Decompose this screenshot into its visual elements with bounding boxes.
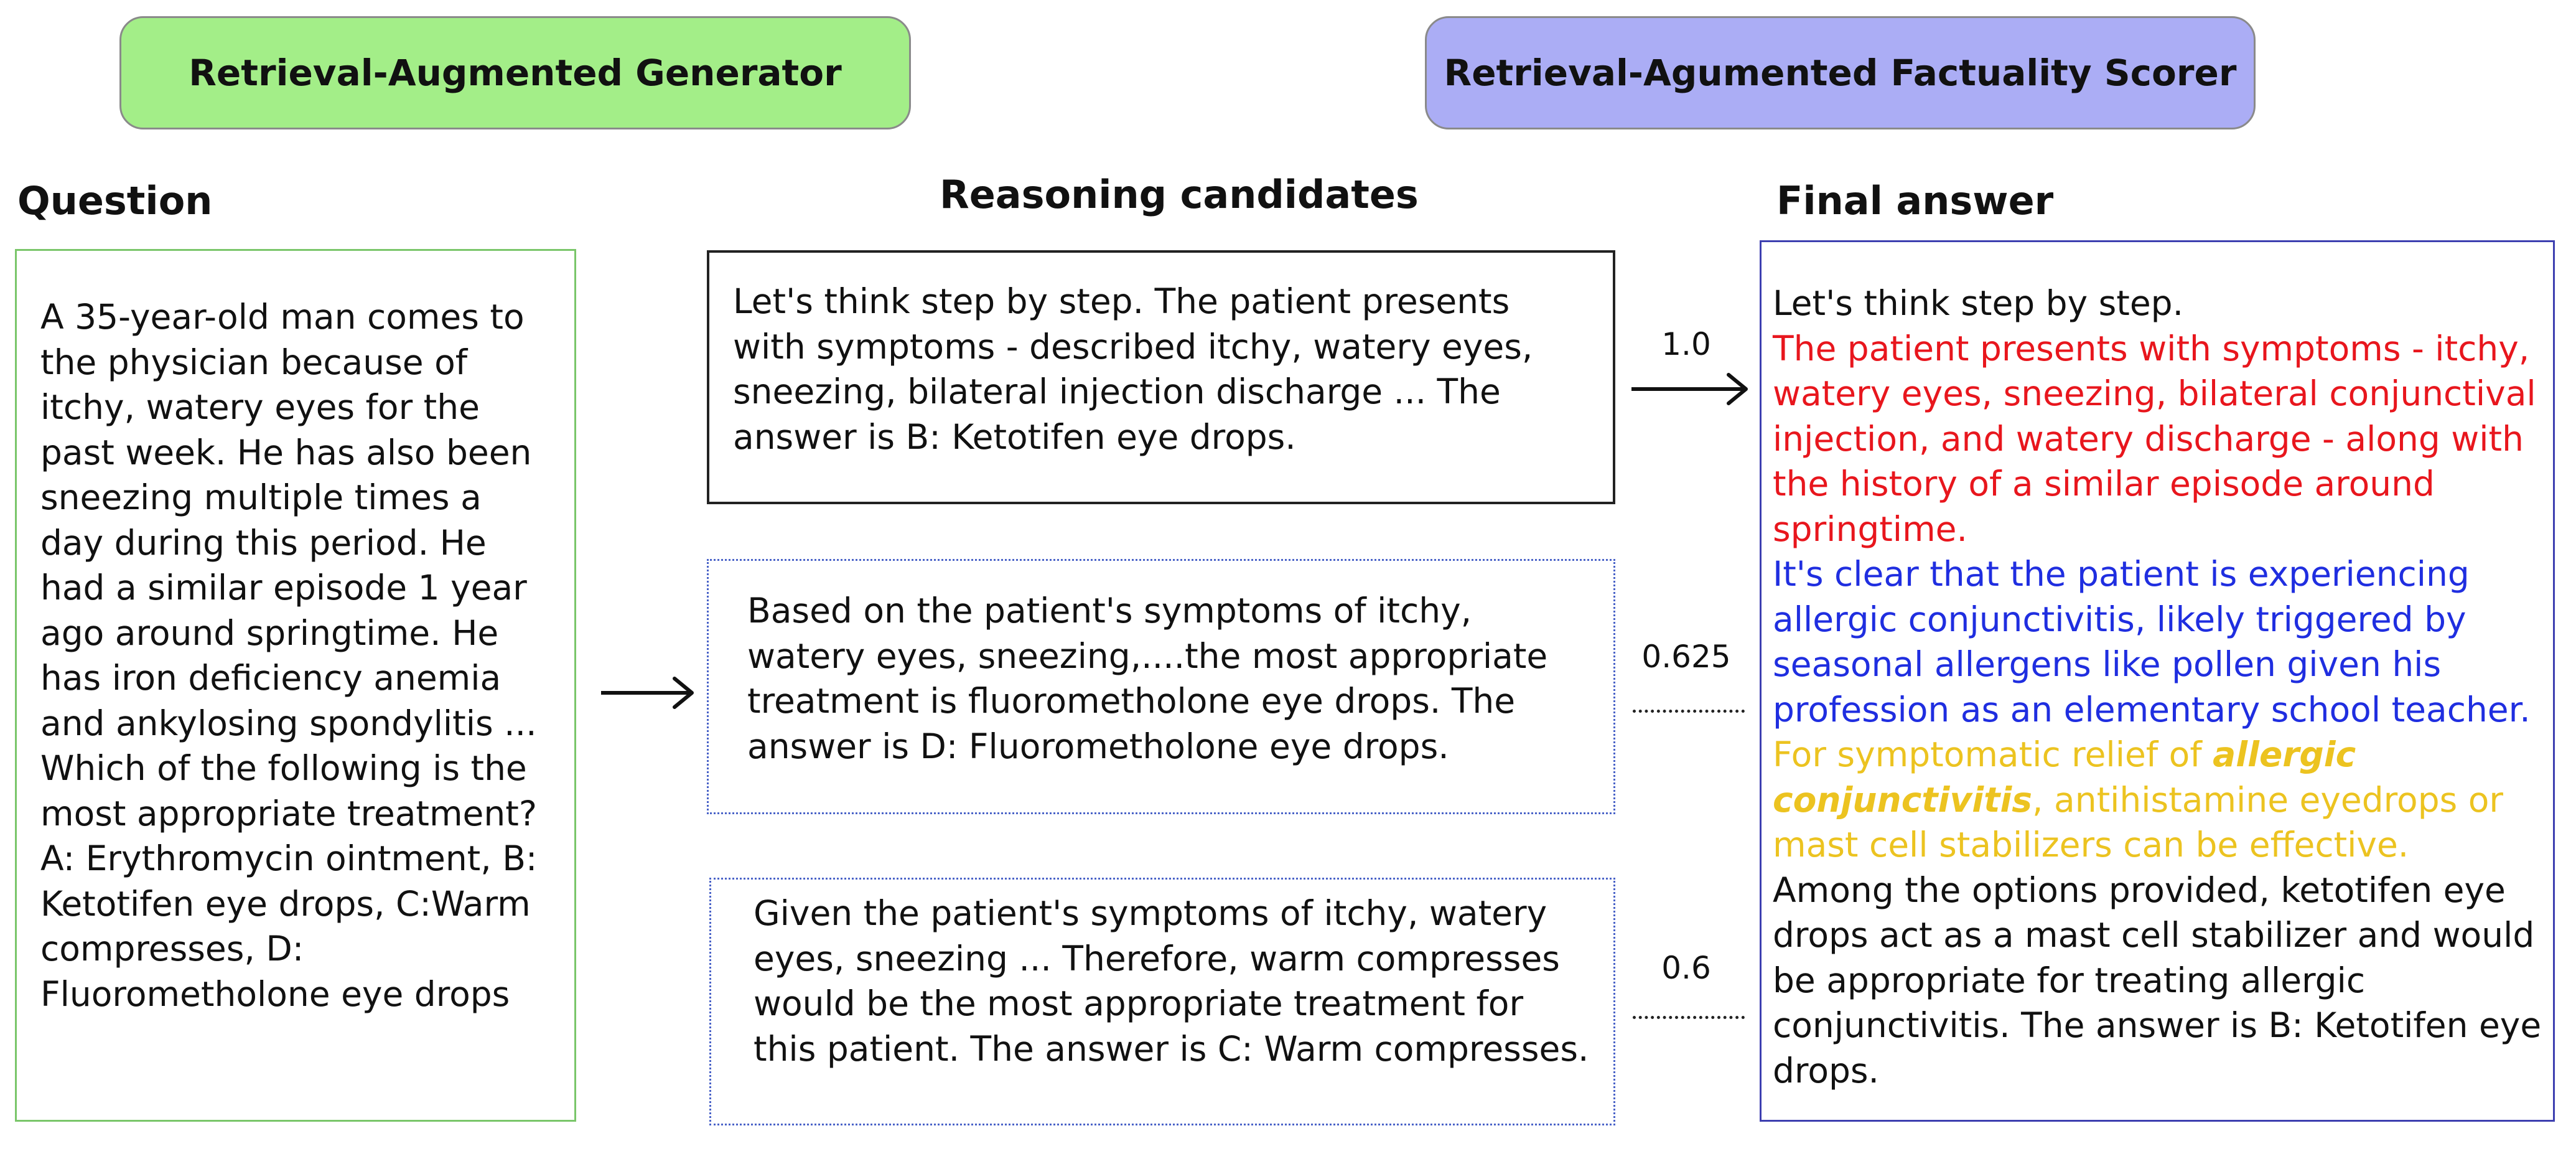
candidate-score-3: 0.6 [1661,950,1711,986]
generator-banner: Retrieval-Augmented Generator [119,16,911,129]
candidate-box-1: Let's think step by step. The patient pr… [707,250,1615,504]
final-answer-box: Let's think step by step. The patient pr… [1760,240,2555,1122]
final-treatment: For symptomatic relief of allergic conju… [1773,732,2543,868]
candidate-text-1: Let's think step by step. The patient pr… [733,281,1533,457]
question-header: Question [17,178,213,223]
final-answer-header: Final answer [1776,178,2054,223]
question-text: A 35-year-old man comes to the physician… [40,297,538,1014]
scorer-banner-label: Retrieval-Agumented Factuality Scorer [1444,52,2237,94]
candidate-text-2: Based on the patient's symptoms of itchy… [747,591,1548,766]
question-box: A 35-year-old man comes to the physician… [15,249,576,1122]
candidate-box-3: Given the patient's symptoms of itchy, w… [709,878,1615,1125]
candidate-score-2: 0.625 [1641,639,1731,675]
final-diagnosis: It's clear that the patient is experienc… [1773,554,2531,730]
final-symptoms: The patient presents with symptoms - itc… [1773,328,2536,549]
final-intro: Let's think step by step. [1773,283,2184,323]
scorer-banner: Retrieval-Agumented Factuality Scorer [1425,16,2256,129]
candidate-text-3: Given the patient's symptoms of itchy, w… [754,893,1589,1069]
arrow-to-final-icon [1631,373,1748,405]
final-conclusion: Among the options provided, ketotifen ey… [1773,870,2542,1091]
generator-banner-label: Retrieval-Augmented Generator [189,52,842,94]
final-treatment-emphasis: allergic conjunctivitis [1773,735,2356,820]
candidate-score-1: 1.0 [1661,326,1711,362]
candidates-header: Reasoning candidates [940,172,1419,217]
candidate-box-2: Based on the patient's symptoms of itchy… [707,559,1615,814]
final-treatment-post: , antihistamine eyedrops or mast cell st… [1773,779,2504,865]
score-connector-3 [1633,1016,1745,1019]
arrow-to-candidates-icon [601,677,694,709]
score-connector-2 [1633,710,1745,713]
final-treatment-pre: For symptomatic relief of [1773,735,2213,774]
